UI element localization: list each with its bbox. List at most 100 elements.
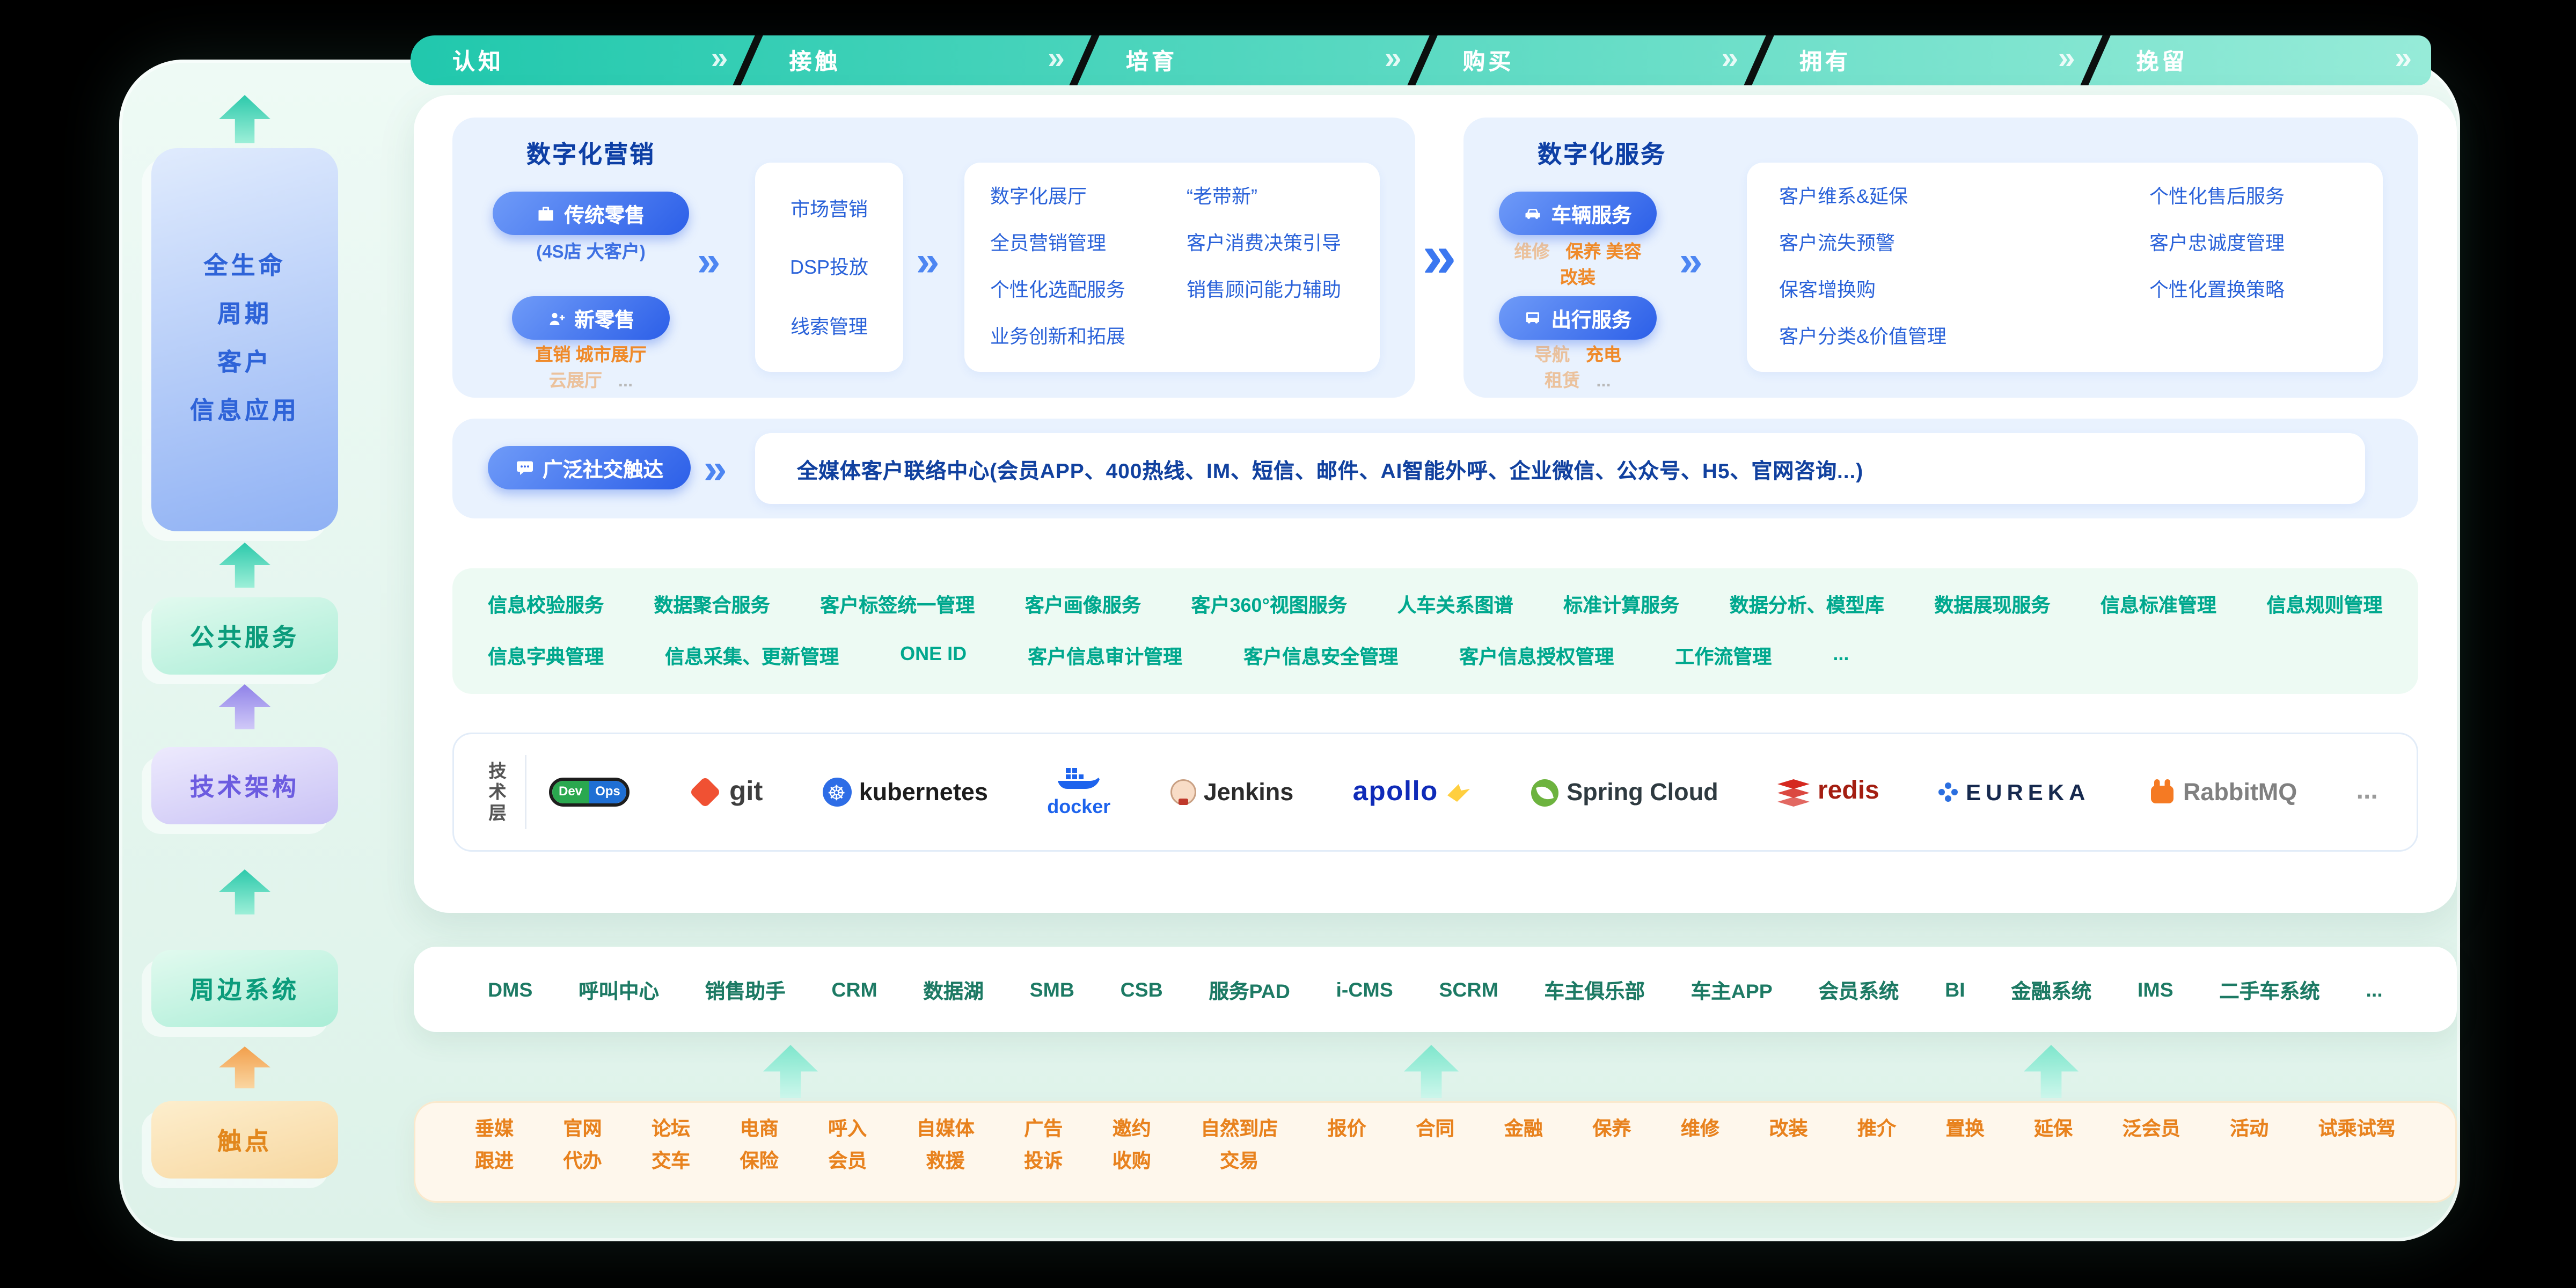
omni-contact-center-text: 全媒体客户联络中心(会员APP、400热线、IM、短信、邮件、AI智能外呼、企业… [797, 458, 1864, 482]
touchpoint-column: 电商 保险 [740, 1119, 779, 1203]
touchpoint-item: 广告 [1024, 1117, 1063, 1140]
travel-sub-faded: 导航 [1534, 346, 1570, 365]
touchpoint-column: 论坛 交车 [652, 1119, 690, 1203]
touchpoint-column: 邀约 收购 [1113, 1119, 1151, 1203]
touchpoint-item: 活动 [2230, 1117, 2269, 1140]
card-item: 个性化置换策略 [2149, 279, 2285, 301]
ellipsis: ... [2356, 778, 2378, 805]
stage-tab[interactable]: 培育 [1084, 35, 1421, 85]
stage-tab[interactable]: 购买 [1421, 35, 1758, 85]
service-item: 客户标签统一管理 [820, 594, 975, 617]
touchpoint-item: 交车 [652, 1150, 691, 1172]
traditional-retail-sub: (4S店 大客户) [452, 243, 729, 264]
touchpoint-column: 广告 投诉 [1024, 1119, 1063, 1203]
spring-cloud-wordmark: Spring Cloud [1567, 778, 1718, 806]
card-item: 销售顾问能力辅助 [1187, 279, 1342, 301]
public-service-label: 公共服务 [189, 624, 299, 652]
marketing-capabilities-col2: “老带新”客户消费决策引导销售顾问能力辅助 [1187, 184, 1341, 303]
service-item: ... [1833, 642, 1849, 665]
touchpoint-item: 官网 [563, 1117, 602, 1140]
tech-layer-label: 技术层 [486, 760, 506, 824]
card-item: 市场营销 [790, 197, 868, 220]
card-item: 线索管理 [790, 314, 868, 338]
touchpoint-item: 置换 [1945, 1117, 1985, 1140]
new-retail-button[interactable]: 新零售 [512, 296, 670, 340]
stage-tab[interactable]: 认知 [411, 35, 748, 85]
travel-service-sub: 导航 充电 [1463, 346, 1692, 367]
peripheral-systems-label: 周边系统 [189, 976, 299, 1004]
system-item: ... [2366, 978, 2383, 1001]
marketing-capabilities-card: 数字化展厅全员营销管理个性化选配服务业务创新和拓展 “老带新”客户消费决策引导销… [964, 163, 1380, 372]
briefcase-icon [537, 204, 556, 223]
jenkins-logo: Jenkins [1169, 779, 1293, 806]
social-reach-label: 广泛社交触达 [542, 459, 663, 481]
stage-tab[interactable]: 接触 [748, 35, 1085, 85]
touchpoint-column: 推介 [1857, 1119, 1896, 1203]
ellipsis: ... [618, 372, 633, 391]
stage-tab[interactable]: 挽留 [2095, 35, 2431, 85]
digital-marketing-panel: 数字化营销 传统零售 (4S店 大客户) 新零售 直销 城市展厅 云展 [452, 118, 1415, 398]
touchpoint-item: 投诉 [1024, 1150, 1063, 1172]
double-chevron-icon [1679, 240, 1702, 282]
system-item: CSB [1120, 978, 1163, 1001]
touchpoint-item: 呼入 [828, 1117, 867, 1140]
sidebar-peripheral-systems-box: 周边系统 [151, 950, 338, 1027]
bus-icon [1524, 309, 1543, 328]
touchpoint-item: 推介 [1857, 1117, 1897, 1140]
kubernetes-wheel-icon [822, 778, 851, 807]
travel-service-button[interactable]: 出行服务 [1499, 296, 1657, 340]
traditional-retail-label: 传统零售 [564, 204, 645, 227]
apollo-logo: apollo [1353, 776, 1472, 808]
service-capabilities-col2: 个性化售后服务客户忠诚度管理个性化置换策略 [2149, 184, 2285, 303]
stage-tab-label: 接触 [789, 47, 841, 74]
vehicle-sub-main: 保养 美容 [1565, 243, 1642, 262]
service-item: 数据聚合服务 [654, 594, 770, 617]
system-item: 呼叫中心 [578, 980, 660, 1003]
tech-architecture-label: 技术架构 [189, 773, 299, 801]
sidebar-touchpoints-box: 触点 [151, 1101, 338, 1179]
touchpoint-item: 交易 [1220, 1150, 1259, 1172]
stage-tab-label: 购买 [1462, 47, 1514, 74]
sidebar-public-service-box: 公共服务 [151, 597, 338, 675]
service-item: 数据分析、模型库 [1729, 594, 1884, 617]
double-chevron-icon [2395, 43, 2412, 74]
stage-tab-label: 培育 [1126, 47, 1178, 74]
vehicle-service-sub2: 改装 [1463, 269, 1692, 290]
service-item: 客户360°视图服务 [1191, 594, 1347, 617]
traditional-retail-button[interactable]: 传统零售 [493, 192, 689, 235]
touchpoint-column: 金融 [1504, 1119, 1543, 1203]
social-reach-button[interactable]: 广泛社交触达 [488, 446, 691, 489]
devops-ops-text: Ops [589, 781, 627, 803]
service-item: 客户信息安全管理 [1243, 646, 1399, 668]
double-chevron-icon [1048, 43, 1065, 74]
vehicle-service-button[interactable]: 车辆服务 [1499, 192, 1657, 235]
jenkins-butler-icon [1169, 779, 1196, 805]
kubernetes-logo: kubernetes [822, 778, 988, 807]
marketing-capabilities-col1: 数字化展厅全员营销管理个性化选配服务业务创新和拓展 [990, 184, 1125, 349]
touchpoint-column: 保养 [1592, 1119, 1631, 1203]
service-item: 信息标准管理 [2100, 594, 2216, 617]
apollo-wordmark: apollo [1352, 776, 1438, 807]
touchpoint-item: 保养 [1592, 1117, 1631, 1140]
touchpoint-column: 呼入 会员 [828, 1119, 867, 1203]
content-panel: 数字化营销 传统零售 (4S店 大客户) 新零售 直销 城市展厅 云展 [414, 95, 2457, 913]
touchpoint-item: 代办 [563, 1150, 602, 1172]
service-item: 信息规则管理 [2266, 594, 2383, 617]
system-item: CRM [831, 978, 877, 1001]
ellipsis: ... [1596, 372, 1611, 391]
double-chevron-icon [697, 240, 720, 282]
system-item: 数据湖 [923, 980, 984, 1003]
redis-cubes-icon [1777, 778, 1810, 806]
touchpoint-item: 保险 [740, 1150, 779, 1172]
system-item: i-CMS [1336, 978, 1393, 1001]
traditional-retail-sub-text: (4S店 大客户) [536, 243, 646, 262]
spring-leaf-icon [1531, 778, 1559, 806]
person-plus-icon [547, 309, 566, 328]
new-retail-sub2-text: 云展厅 [548, 372, 602, 391]
stage-tab[interactable]: 拥有 [1758, 35, 2095, 85]
service-item: ONE ID [900, 642, 967, 665]
touchpoint-column: 自然到店 交易 [1201, 1119, 1278, 1203]
